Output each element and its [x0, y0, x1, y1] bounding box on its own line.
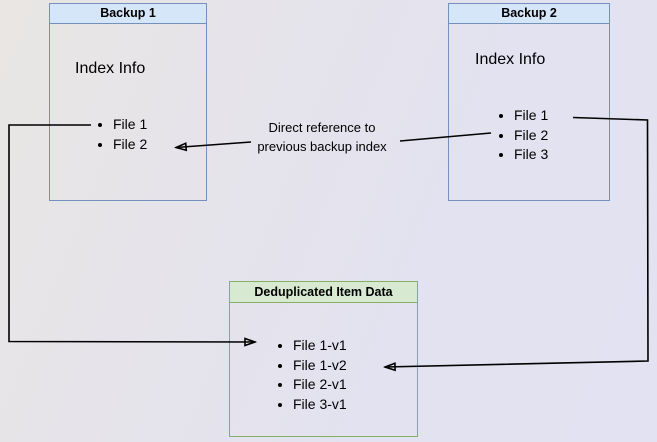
list-item-file3-v1: File 3-v1 — [293, 395, 347, 415]
reference-annotation-line1: Direct reference to — [268, 120, 376, 135]
list-item-file2: File 2 — [113, 135, 147, 155]
dedup-title: Deduplicated Item Data — [230, 282, 417, 303]
backup1-box: Backup 1 Index Info File 1 File 2 — [49, 3, 207, 201]
backup1-title: Backup 1 — [50, 4, 206, 24]
reference-annotation: Direct reference to previous backup inde… — [240, 118, 404, 156]
deduplicated-item-data-box: Deduplicated Item Data File 1-v1 File 1-… — [229, 281, 418, 437]
reference-annotation-line2: previous backup index — [257, 139, 387, 154]
backup2-title: Backup 2 — [449, 4, 609, 24]
dedup-file-list: File 1-v1 File 1-v2 File 2-v1 File 3-v1 — [276, 336, 347, 414]
list-item-file1-v1: File 1-v1 — [293, 336, 347, 356]
backup1-file-list: File 1 File 2 — [96, 115, 147, 154]
list-item-file1: File 1 — [113, 115, 147, 135]
list-item-file2-v1: File 2-v1 — [293, 375, 347, 395]
list-item-file3: File 3 — [514, 145, 548, 165]
backup2-file-list: File 1 File 2 File 3 — [497, 106, 548, 165]
backup2-box: Backup 2 Index Info File 1 File 2 File 3 — [448, 3, 610, 201]
list-item-file1: File 1 — [514, 106, 548, 126]
list-item-file2: File 2 — [514, 126, 548, 146]
list-item-file1-v2: File 1-v2 — [293, 356, 347, 376]
backup2-index-info-label: Index Info — [475, 51, 546, 68]
backup1-index-info-label: Index Info — [75, 60, 146, 77]
